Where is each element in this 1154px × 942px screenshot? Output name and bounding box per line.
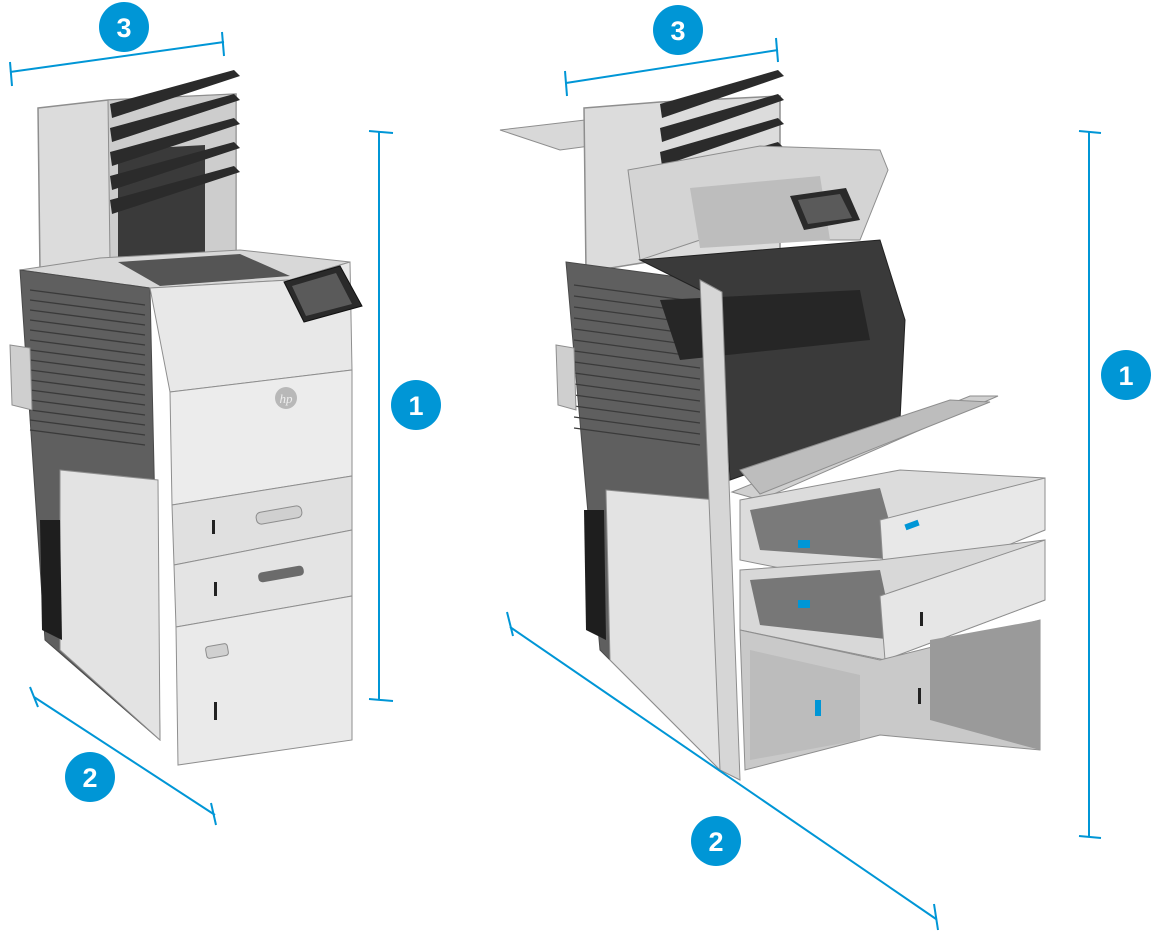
printer-top-opening — [118, 254, 290, 286]
printer-closed: hp — [9, 70, 363, 766]
tray-3-handle — [258, 565, 304, 583]
callout-badge-height: 1 — [1101, 350, 1151, 400]
side-vents — [29, 289, 146, 446]
tray-level-indicator — [920, 612, 923, 626]
width-dimension-line — [565, 49, 779, 84]
side-lower-panel — [605, 489, 721, 772]
paper-guide — [904, 519, 920, 531]
control-panel-screen — [292, 273, 352, 316]
svg-text:1: 1 — [1118, 361, 1133, 391]
paper-guide — [815, 700, 821, 716]
depth-dimension-line — [509, 626, 937, 920]
tray-4-side-panel — [930, 620, 1040, 750]
callout-badge-depth: 2 — [691, 816, 741, 866]
tray-4-feeder — [175, 595, 353, 766]
paper-guide — [798, 600, 810, 608]
callout-badge-height: 1 — [391, 380, 441, 430]
svg-text:3: 3 — [670, 16, 685, 46]
tray-level-indicator — [918, 688, 921, 704]
tray-2-interior — [750, 488, 900, 560]
svg-text:1: 1 — [408, 391, 423, 421]
hp-logo-icon: hp — [275, 387, 297, 409]
dimension-lines — [9, 31, 1102, 931]
feeder-side — [40, 520, 62, 640]
control-panel-screen — [798, 194, 852, 224]
printer-front-frame — [699, 279, 741, 781]
side-handle — [555, 344, 577, 411]
top-cover-inner — [690, 176, 830, 248]
tray-4-interior — [750, 650, 860, 760]
printer-open — [499, 70, 1046, 781]
callout-badge-width: 3 — [99, 2, 149, 52]
tray-level-indicator — [212, 520, 215, 534]
tray-level-indicator — [214, 702, 217, 720]
feeder-side — [584, 510, 606, 640]
tray-4-handle — [205, 643, 229, 659]
paper-guide — [798, 540, 810, 548]
svg-text:2: 2 — [708, 827, 723, 857]
callout-badge-depth: 2 — [65, 752, 115, 802]
svg-text:hp: hp — [280, 391, 294, 406]
callout-badge-width: 3 — [653, 5, 703, 55]
mailbox-bins — [110, 70, 240, 214]
tray-3-interior — [750, 570, 895, 640]
svg-text:2: 2 — [82, 763, 97, 793]
side-handle — [9, 344, 33, 411]
depth-dimension-line — [33, 696, 216, 816]
tray-level-indicator — [214, 582, 217, 596]
side-lower-panel — [59, 469, 161, 742]
tray-2-handle — [255, 505, 303, 525]
multipurpose-tray-surface — [739, 399, 991, 495]
width-dimension-line — [9, 41, 225, 73]
svg-text:3: 3 — [116, 13, 131, 43]
tray-3-front — [879, 539, 1046, 661]
